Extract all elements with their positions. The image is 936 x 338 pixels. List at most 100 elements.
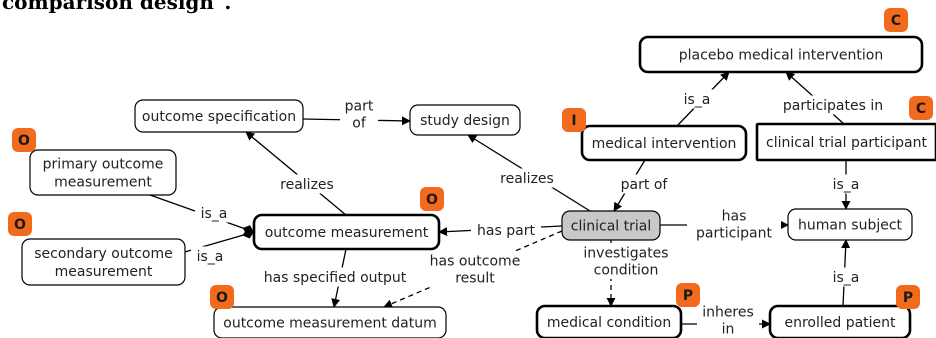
node-box (535, 304, 683, 338)
badge-box (676, 283, 700, 307)
edge-label-text: in (722, 322, 735, 338)
node-label: medical intervention (592, 136, 737, 152)
badge-box (909, 96, 933, 120)
node-box (561, 210, 661, 241)
edge-label-text: of (352, 116, 367, 132)
node-label: outcome measurement datum (223, 316, 436, 332)
pico-badge-o: O (12, 128, 36, 152)
node-label: secondary outcome (34, 246, 172, 262)
pico-badge-o: O (210, 285, 234, 309)
node-box (252, 213, 441, 251)
edge-label-text: condition (594, 263, 659, 279)
edge-label-text: part of (621, 177, 669, 193)
edge-label-is-a-primary: is_a (195, 203, 233, 223)
badge-letter: O (216, 290, 228, 306)
composition-diamond (242, 228, 254, 239)
node-box (755, 122, 936, 162)
node-box (638, 35, 924, 74)
node-label: placebo medical intervention (679, 48, 883, 64)
node-label: measurement (54, 175, 152, 191)
edge-label-text: is_a (833, 177, 860, 193)
node-label: clinical trial participant (766, 135, 927, 151)
badge-box (210, 285, 234, 309)
node-box (134, 99, 304, 133)
edge-label-has-specified-output: has specified output (252, 267, 418, 287)
pico-badge-c: C (884, 8, 908, 32)
node-box (768, 304, 912, 338)
edge-label-text: result (455, 271, 495, 287)
edge-label-text: has specified output (264, 270, 407, 286)
node-label: primary outcome (43, 157, 164, 173)
edge-label-text: realizes (500, 171, 554, 187)
badge-box (896, 285, 920, 309)
badge-letter: C (891, 13, 901, 29)
node-box (213, 306, 447, 338)
node-box (29, 149, 177, 196)
node-primary-outcome: primary outcome measurement (29, 149, 177, 196)
node-label: outcome specification (142, 109, 296, 125)
edge-label-text: has part (477, 223, 535, 239)
node-medical-intervention: medical intervention (580, 124, 748, 162)
edge-label-text: realizes (280, 177, 334, 193)
edge-label-realizes-ct: realizes (492, 168, 562, 188)
node-outcome-spec: outcome specification (134, 99, 304, 133)
node-label: measurement (55, 264, 153, 280)
edge-label-text: inheres (702, 305, 754, 321)
node-clinical-trial-participant: clinical trial participant (755, 122, 936, 162)
edge-label-text: has (722, 209, 747, 225)
pico-badge-p: P (676, 283, 700, 307)
node-medical-condition: medical condition (535, 304, 683, 338)
node-clinical-trial: clinical trial (561, 210, 661, 241)
node-box (787, 208, 913, 241)
badge-letter: O (18, 133, 30, 149)
node-outcome-datum: outcome measurement datum (213, 306, 447, 338)
edge-label-realizes-om: realizes (272, 174, 342, 194)
node-label: human subject (798, 218, 903, 234)
node-label: medical condition (547, 315, 671, 331)
node-enrolled-patient: enrolled patient (768, 304, 912, 338)
edge-label-text: part (345, 99, 374, 115)
badge-box (562, 108, 586, 132)
pico-badge-o: O (8, 212, 32, 236)
realizes-om-edge (245, 131, 347, 216)
edge-label-text: participates in (783, 98, 883, 114)
node-label: study design (420, 113, 510, 129)
node-outcome-measurement: outcome measurement (252, 213, 441, 251)
node-box (409, 104, 521, 136)
badge-box (12, 128, 36, 152)
badge-box (884, 8, 908, 32)
edge-label-text: has outcome (430, 254, 521, 270)
pico-badge-p: P (896, 285, 920, 309)
edge-label-is-a-placebo: is_a (678, 89, 716, 109)
edge-label-has-part: has part (471, 220, 541, 240)
node-placebo: placebo medical intervention (638, 35, 924, 74)
node-human-subject: human subject (787, 208, 913, 241)
node-label: outcome measurement (265, 225, 429, 241)
badge-letter: P (683, 288, 693, 304)
badge-box (8, 212, 32, 236)
edge-label-text: is_a (684, 92, 711, 108)
badge-box (420, 187, 444, 211)
badge-letter: I (571, 113, 576, 129)
node-box (580, 124, 748, 162)
edge-label-is-a-enrolled: is_a (827, 267, 865, 287)
badge-letter: O (14, 217, 26, 233)
edge-label-text: investigates (583, 246, 668, 262)
pico-badge-o: O (420, 187, 444, 211)
edge-label-text: is_a (833, 270, 860, 286)
edge-label-text: is_a (201, 206, 228, 222)
node-secondary-outcome: secondary outcome measurement (21, 238, 186, 286)
edge-label-text: is_a (197, 249, 224, 265)
node-label: clinical trial (571, 219, 651, 235)
badge-letter: P (903, 290, 913, 306)
edge-label-is-a-secondary: is_a (191, 246, 229, 266)
edge-label-text: participant (696, 226, 773, 242)
edge-label-participates-in: participates in (770, 95, 896, 115)
edge-label-is-a-participant: is_a (827, 174, 865, 194)
